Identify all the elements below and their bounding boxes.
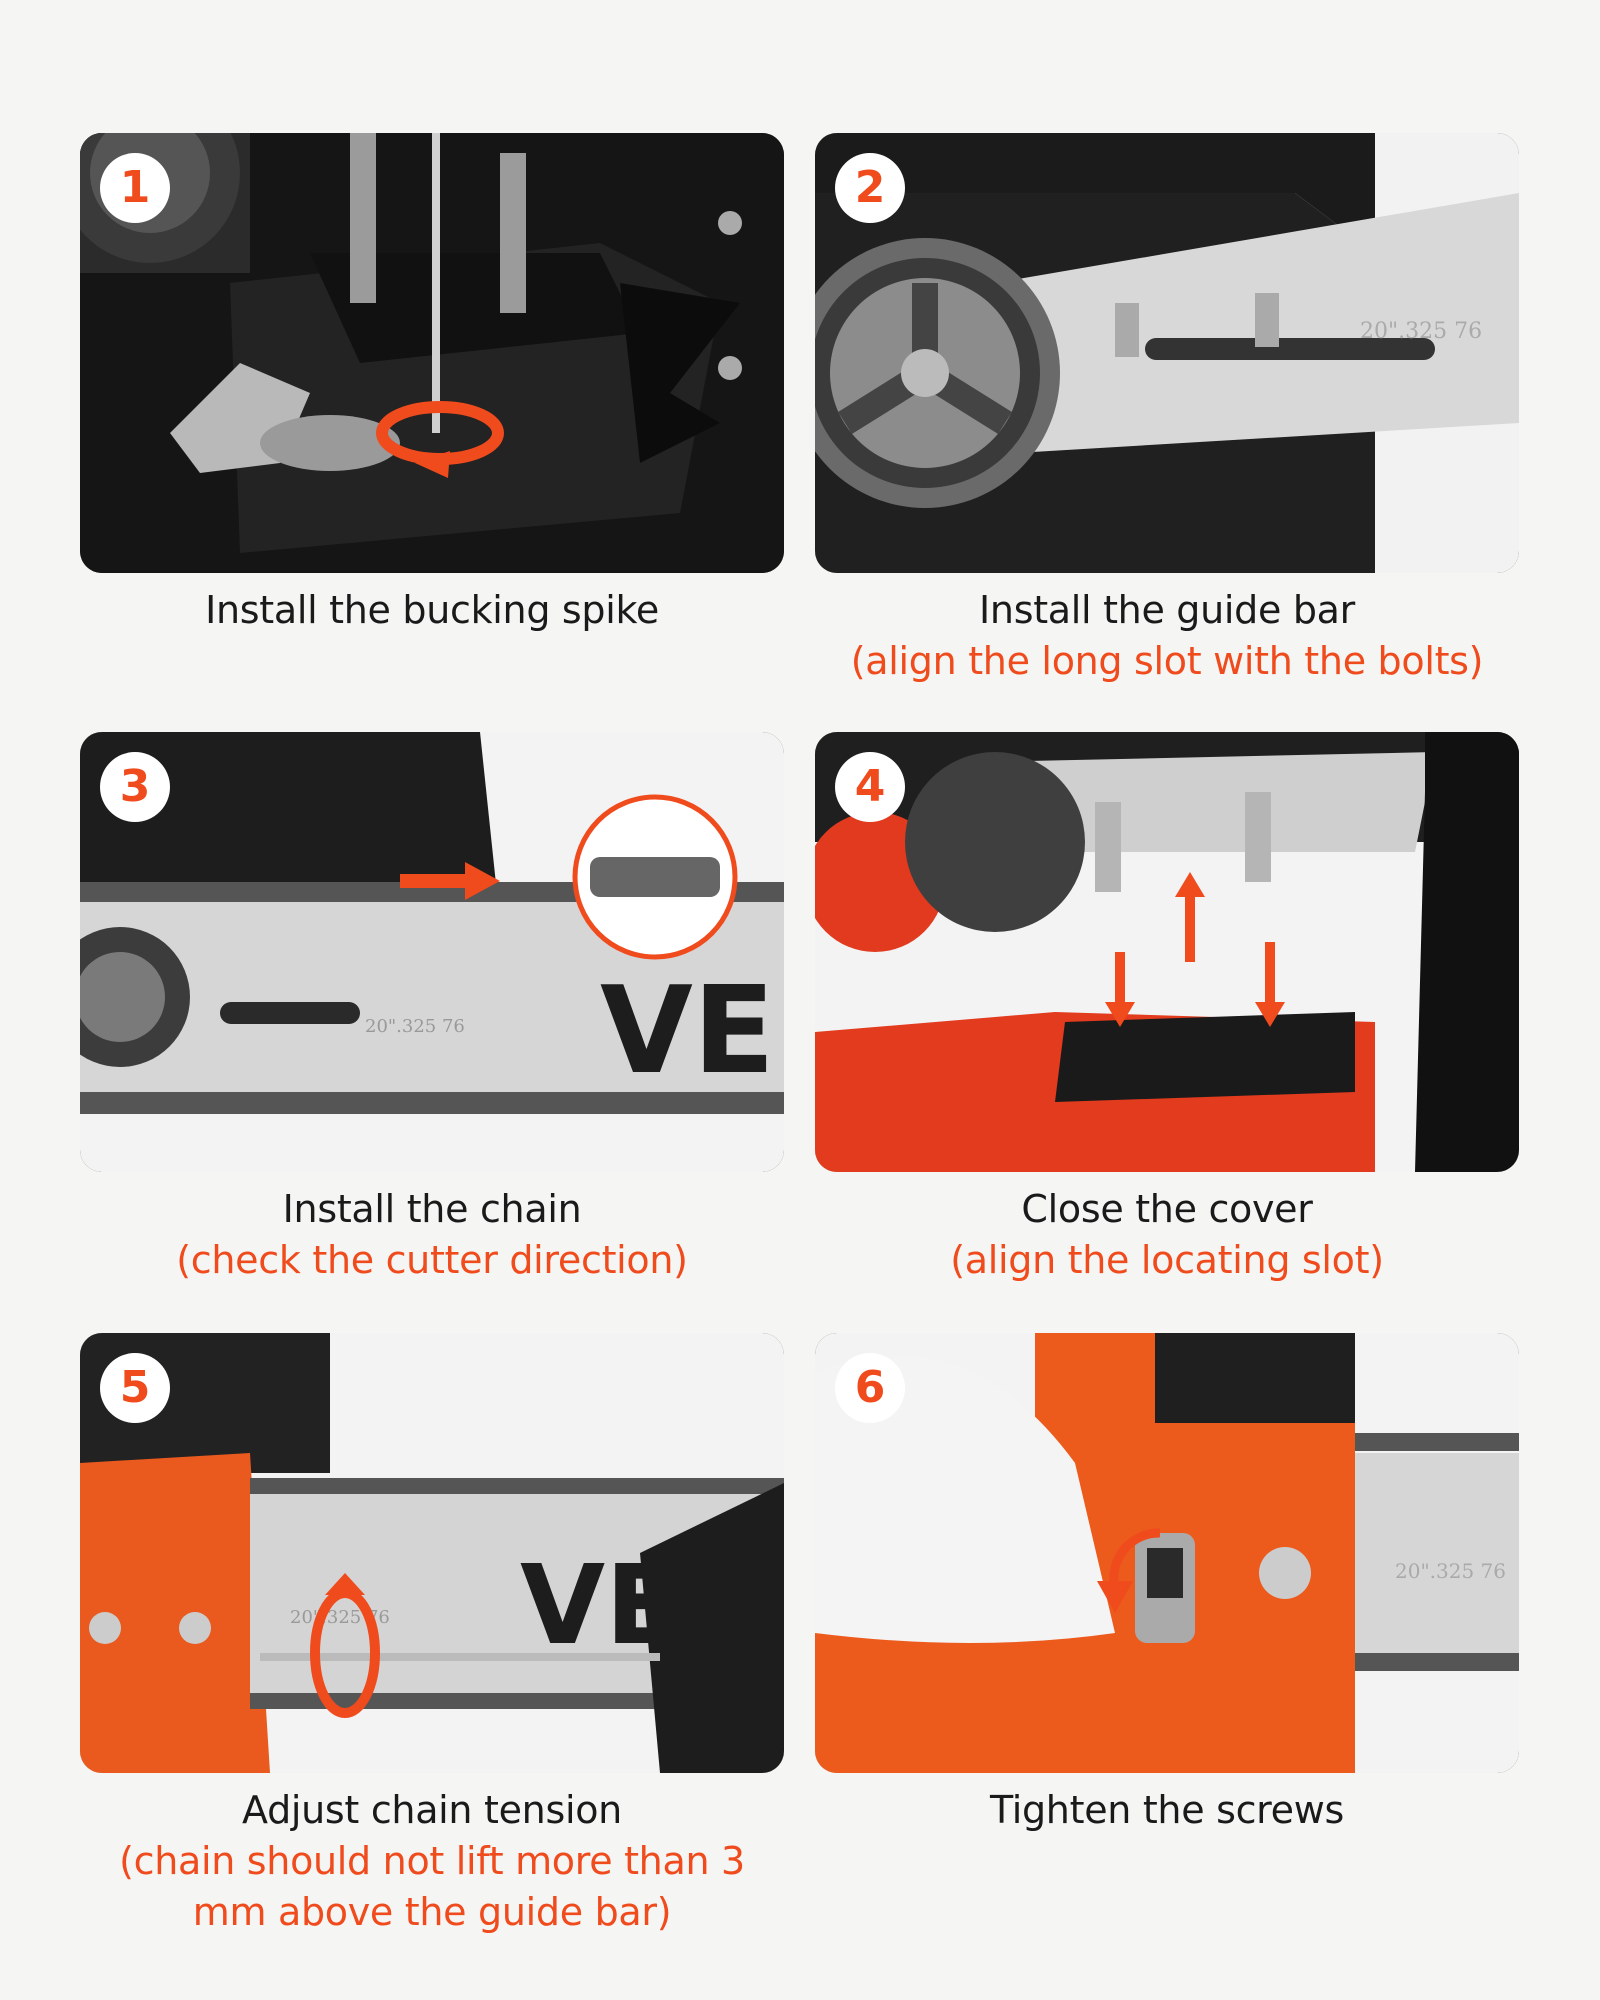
step-4: 4 Close the cover (align the locating sl… <box>815 732 1519 1286</box>
step-5-number-badge: 5 <box>100 1353 170 1423</box>
step-3: VE 20".325 76 3 Install the chain (check… <box>80 732 784 1286</box>
chain-tension-illustration: VE 20".325 76 <box>80 1333 784 1773</box>
step-1-number-badge: 1 <box>100 153 170 223</box>
step-2-number-badge: 2 <box>835 153 905 223</box>
step-4-title: Close the cover <box>1021 1187 1313 1231</box>
guide-bar-spec-text-6: 20".325 76 <box>1395 1559 1506 1583</box>
step-3-caption: Install the chain (check the cutter dire… <box>80 1184 784 1286</box>
guide-bar-spec-text-3: 20".325 76 <box>365 1016 465 1037</box>
step-5: VE 20".325 76 5 Adjust chain tension (ch… <box>80 1333 784 1938</box>
step-1-caption: Install the bucking spike <box>80 585 784 636</box>
step-5-title: Adjust chain tension <box>242 1788 622 1832</box>
step-5-photo: VE 20".325 76 5 <box>80 1333 784 1773</box>
chain-install-illustration: VE 20".325 76 <box>80 732 784 1172</box>
step-1: 1 Install the bucking spike <box>80 133 784 636</box>
step-6-caption: Tighten the screws <box>815 1785 1519 1836</box>
bucking-spike-illustration <box>80 133 784 573</box>
step-6-title: Tighten the screws <box>989 1788 1345 1832</box>
step-6-photo: 20".325 76 6 <box>815 1333 1519 1773</box>
step-2-photo: 20".325 76 2 <box>815 133 1519 573</box>
step-4-number-badge: 4 <box>835 752 905 822</box>
step-1-title: Install the bucking spike <box>205 588 659 632</box>
tighten-screws-illustration: 20".325 76 <box>815 1333 1519 1773</box>
step-2-title: Install the guide bar <box>979 588 1355 632</box>
step-5-note: (chain should not lift more than 3 mm ab… <box>119 1839 745 1934</box>
step-4-note: (align the locating slot) <box>950 1238 1384 1282</box>
step-2: 20".325 76 2 Install the guide bar (alig… <box>815 133 1519 687</box>
step-3-number-badge: 3 <box>100 752 170 822</box>
close-cover-illustration <box>815 732 1519 1172</box>
step-3-photo: VE 20".325 76 3 <box>80 732 784 1172</box>
step-1-photo: 1 <box>80 133 784 573</box>
step-5-caption: Adjust chain tension (chain should not l… <box>80 1785 784 1938</box>
step-6: 20".325 76 6 Tighten the screws <box>815 1333 1519 1836</box>
step-4-caption: Close the cover (align the locating slot… <box>815 1184 1519 1286</box>
step-2-note: (align the long slot with the bolts) <box>850 639 1484 683</box>
step-6-number-badge: 6 <box>835 1353 905 1423</box>
step-2-caption: Install the guide bar (align the long sl… <box>815 585 1519 687</box>
step-3-title: Install the chain <box>282 1187 582 1231</box>
guide-bar-spec-text: 20".325 76 <box>1360 319 1482 344</box>
step-4-photo: 4 <box>815 732 1519 1172</box>
step-3-note: (check the cutter direction) <box>176 1238 688 1282</box>
guide-bar-illustration: 20".325 76 <box>815 133 1519 573</box>
guide-bar-brand-text: VE <box>600 962 775 1101</box>
